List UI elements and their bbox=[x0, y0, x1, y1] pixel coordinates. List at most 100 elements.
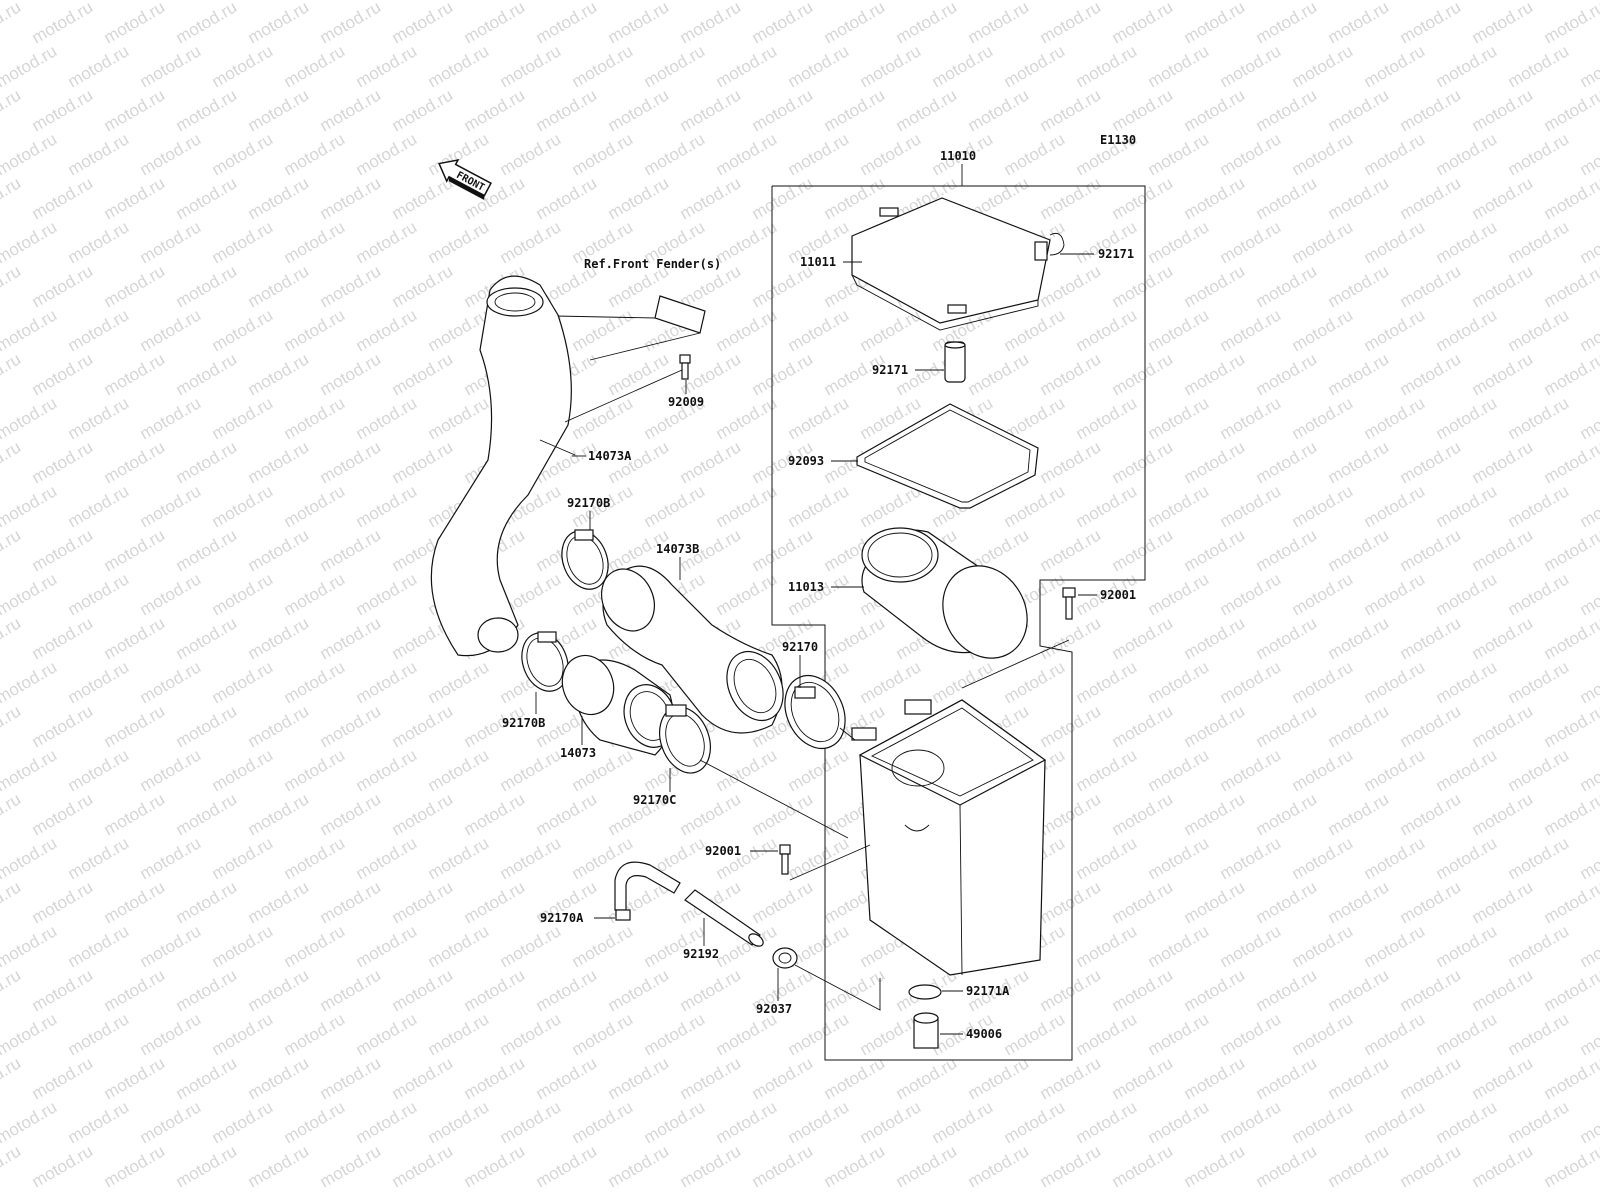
watermark-text: motod.ru bbox=[101, 525, 169, 575]
watermark-text: motod.ru bbox=[0, 0, 24, 47]
watermark-text: motod.ru bbox=[1145, 833, 1213, 883]
label-92192: 92192 bbox=[683, 947, 719, 961]
watermark-text: motod.ru bbox=[533, 85, 601, 135]
watermark-text: motod.ru bbox=[461, 85, 529, 135]
watermark-text: motod.ru bbox=[1505, 1009, 1573, 1059]
watermark-text: motod.ru bbox=[353, 657, 421, 707]
drain-cap-49006 bbox=[913, 1012, 939, 1049]
watermark-text: motod.ru bbox=[173, 173, 241, 223]
watermark-text: motod.ru bbox=[821, 965, 889, 1015]
watermark-text: motod.ru bbox=[1577, 41, 1600, 91]
watermark-text: motod.ru bbox=[1289, 129, 1357, 179]
bolt-icon-92009 bbox=[679, 354, 691, 380]
watermark-text: motod.ru bbox=[1181, 877, 1249, 927]
watermark-text: motod.ru bbox=[1217, 305, 1285, 355]
watermark-text: motod.ru bbox=[785, 1097, 853, 1147]
watermark-text: motod.ru bbox=[1109, 349, 1177, 399]
watermark-text: motod.ru bbox=[353, 481, 421, 531]
watermark-text: motod.ru bbox=[137, 745, 205, 795]
watermark-text: motod.ru bbox=[0, 657, 60, 707]
bolt-icon-right bbox=[1062, 587, 1076, 620]
watermark-text: motod.ru bbox=[1433, 41, 1501, 91]
watermark-text: motod.ru bbox=[65, 569, 133, 619]
watermark-text: motod.ru bbox=[1217, 1009, 1285, 1059]
watermark-text: motod.ru bbox=[29, 173, 97, 223]
watermark-text: motod.ru bbox=[1505, 569, 1573, 619]
watermark-text: motod.ru bbox=[1253, 173, 1321, 223]
watermark-text: motod.ru bbox=[461, 1053, 529, 1103]
watermark-text: motod.ru bbox=[1037, 0, 1105, 47]
watermark-text: motod.ru bbox=[1217, 217, 1285, 267]
watermark-text: motod.ru bbox=[209, 393, 277, 443]
watermark-text: motod.ru bbox=[65, 41, 133, 91]
watermark-text: motod.ru bbox=[1325, 349, 1393, 399]
watermark-text: motod.ru bbox=[1577, 1009, 1600, 1059]
watermark-text: motod.ru bbox=[713, 1097, 781, 1147]
watermark-text: motod.ru bbox=[0, 393, 60, 443]
watermark-text: motod.ru bbox=[677, 437, 745, 487]
watermark-text: motod.ru bbox=[641, 129, 709, 179]
watermark-text: motod.ru bbox=[389, 85, 457, 135]
watermark-text: motod.ru bbox=[1505, 0, 1573, 3]
watermark-text: motod.ru bbox=[0, 569, 60, 619]
label-92170A: 92170A bbox=[540, 911, 584, 925]
watermark-text: motod.ru bbox=[245, 261, 313, 311]
watermark-text: motod.ru bbox=[1541, 877, 1600, 927]
watermark-text: motod.ru bbox=[1397, 1053, 1465, 1103]
intake-tube-14073 bbox=[561, 654, 677, 756]
watermark-text: motod.ru bbox=[1109, 789, 1177, 839]
watermark-text: motod.ru bbox=[857, 129, 925, 179]
watermark-text: motod.ru bbox=[821, 1053, 889, 1103]
watermark-text: motod.ru bbox=[317, 613, 385, 663]
watermark-text: motod.ru bbox=[821, 613, 889, 663]
watermark-text: motod.ru bbox=[65, 657, 133, 707]
watermark-text: motod.ru bbox=[137, 393, 205, 443]
watermark-text: motod.ru bbox=[461, 1141, 529, 1191]
watermark-text: motod.ru bbox=[1505, 217, 1573, 267]
watermark-text: motod.ru bbox=[785, 745, 853, 795]
watermark-text: motod.ru bbox=[1253, 85, 1321, 135]
watermark-text: motod.ru bbox=[1397, 613, 1465, 663]
watermark-text: motod.ru bbox=[1397, 525, 1465, 575]
watermark-text: motod.ru bbox=[1469, 437, 1537, 487]
watermark-text: motod.ru bbox=[893, 85, 961, 135]
watermark-text: motod.ru bbox=[1037, 789, 1105, 839]
watermark-text: motod.ru bbox=[1289, 833, 1357, 883]
watermark-text: motod.ru bbox=[1001, 1009, 1069, 1059]
watermark-text: motod.ru bbox=[569, 921, 637, 971]
watermark-text: motod.ru bbox=[1505, 41, 1573, 91]
watermark-text: motod.ru bbox=[245, 437, 313, 487]
watermark-text: motod.ru bbox=[1217, 41, 1285, 91]
gasket-92093 bbox=[856, 403, 1039, 509]
watermark-text: motod.ru bbox=[1469, 261, 1537, 311]
watermark-text: motod.ru bbox=[173, 789, 241, 839]
watermark-text: motod.ru bbox=[1433, 569, 1501, 619]
watermark-text: motod.ru bbox=[1469, 85, 1537, 135]
watermark-text: motod.ru bbox=[0, 217, 60, 267]
watermark-text: motod.ru bbox=[713, 41, 781, 91]
watermark-text: motod.ru bbox=[1469, 965, 1537, 1015]
watermark-text: motod.ru bbox=[1037, 261, 1105, 311]
watermark-text: motod.ru bbox=[0, 745, 60, 795]
watermark-text: motod.ru bbox=[29, 1053, 97, 1103]
watermark-text: motod.ru bbox=[1361, 569, 1429, 619]
watermark-text: motod.ru bbox=[209, 0, 277, 3]
watermark-text: motod.ru bbox=[389, 437, 457, 487]
watermark-text: motod.ru bbox=[1001, 657, 1069, 707]
air-cleaner-assembly-outline bbox=[771, 185, 1146, 1061]
watermark-text: motod.ru bbox=[1253, 701, 1321, 751]
watermark-text: motod.ru bbox=[1109, 85, 1177, 135]
watermark-text: motod.ru bbox=[1577, 305, 1600, 355]
watermark-text: motod.ru bbox=[1181, 85, 1249, 135]
watermark-text: motod.ru bbox=[821, 0, 889, 47]
watermark-text: motod.ru bbox=[1289, 921, 1357, 971]
watermark-text: motod.ru bbox=[173, 85, 241, 135]
watermark-text: motod.ru bbox=[1433, 129, 1501, 179]
watermark-text: motod.ru bbox=[1253, 877, 1321, 927]
watermark-text: motod.ru bbox=[785, 833, 853, 883]
watermark-text: motod.ru bbox=[245, 1053, 313, 1103]
watermark-text: motod.ru bbox=[1001, 481, 1069, 531]
clamp-92170B-bottom bbox=[521, 631, 569, 692]
watermark-text: motod.ru bbox=[1325, 1141, 1393, 1191]
watermark-text: motod.ru bbox=[1073, 1009, 1141, 1059]
